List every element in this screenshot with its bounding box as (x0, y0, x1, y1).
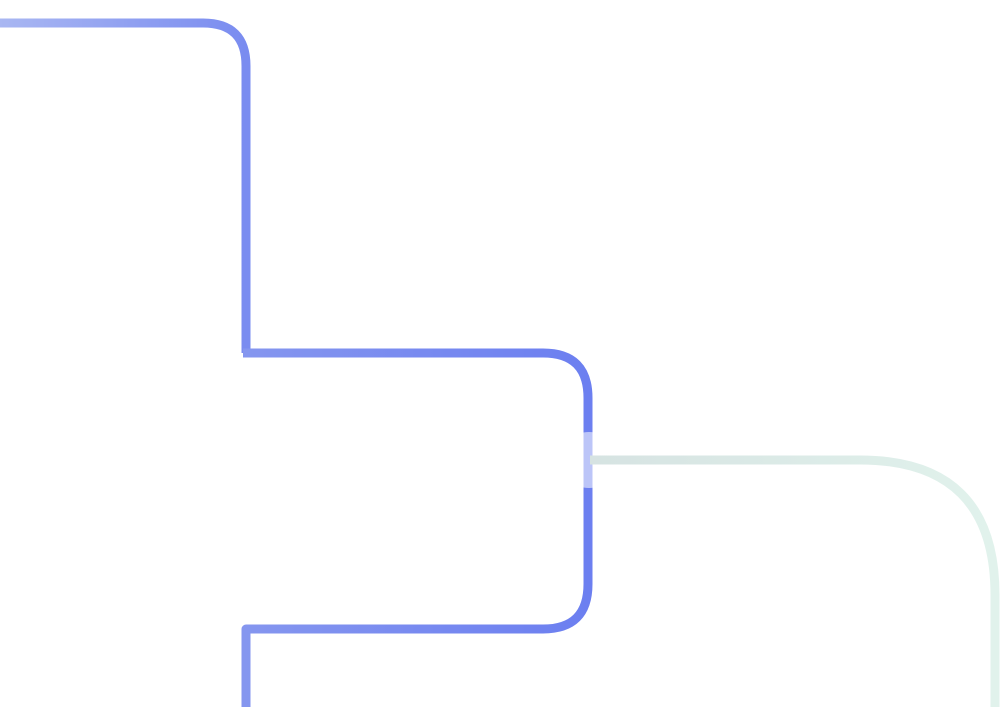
junction-node (561, 432, 617, 488)
blue-top-path (0, 18, 251, 353)
mint-curve-path (590, 455, 1000, 707)
blue-middle-path (241, 348, 593, 707)
